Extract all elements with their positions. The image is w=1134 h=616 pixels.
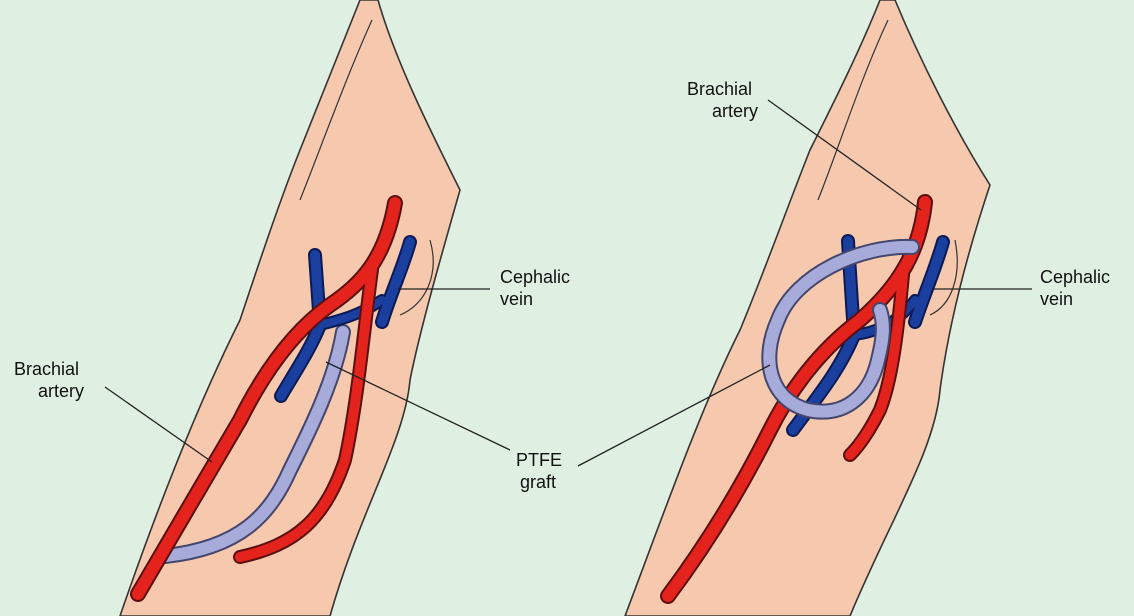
left-arm-illustration: Cephalic vein Brachial artery [14,0,575,616]
right-arm-outline [625,0,990,616]
right-arm-illustration: Brachial artery Cephalic vein [578,0,1115,616]
right-cephalic-vein-label: Cephalic vein [1040,267,1115,309]
left-cephalic-vein-label: Cephalic vein [500,267,575,309]
left-brachial-artery-label: Brachial artery [14,359,84,401]
ptfe-graft-label: PTFE graft [516,450,567,492]
right-brachial-artery-label: Brachial artery [687,79,758,121]
